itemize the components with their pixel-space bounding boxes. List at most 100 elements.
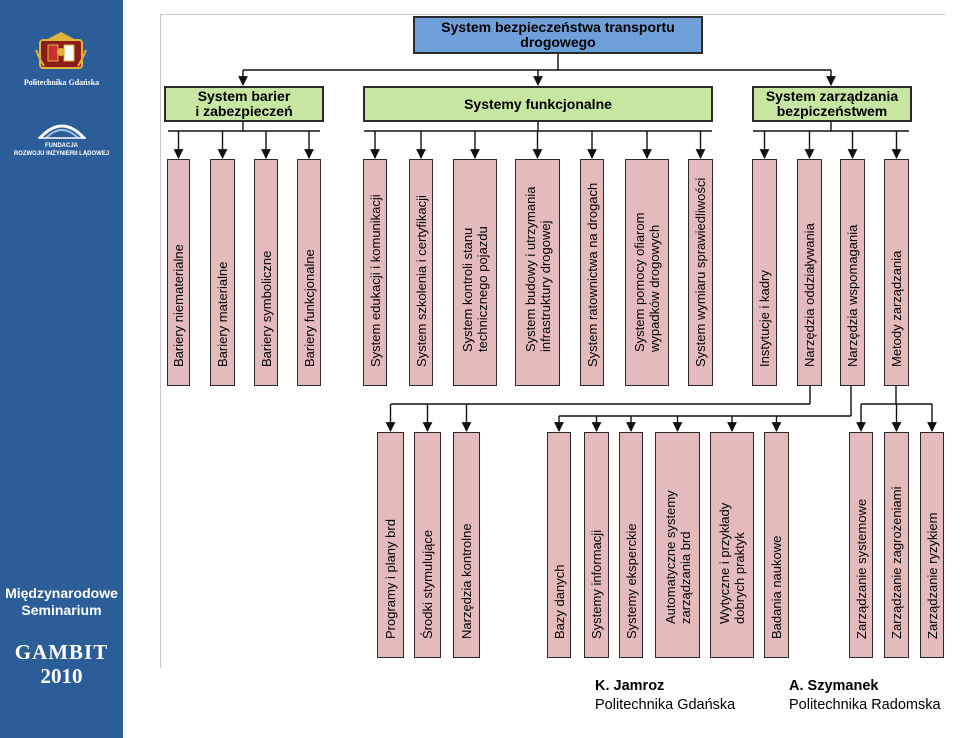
author-1-name: K. Jamroz xyxy=(595,678,665,694)
seminar-title-line1: Międzynarodowe xyxy=(5,585,118,601)
foundation-name-line1: FUNDACJA xyxy=(45,143,78,149)
top-item-label: Bariery materialne xyxy=(215,262,230,368)
root-node-line1: System bezpieczeństwa transportu xyxy=(441,19,675,36)
top-item-label-line2: infrastruktury drogowej xyxy=(537,220,553,353)
bottom-item-9: Badania naukowe xyxy=(764,432,789,658)
top-item-2: Bariery materialne xyxy=(210,159,235,386)
top-item-label: System wymiaru sprawiedliwości xyxy=(693,178,708,367)
seminar-title-line2: Seminarium xyxy=(21,602,102,618)
category-label-line1: Systemy funkcjonalne xyxy=(464,95,612,112)
top-item-6: System szkolenia i certyfikacji xyxy=(409,159,433,386)
top-item-label: System szkolenia i certyfikacji xyxy=(414,195,429,367)
bottom-item-label: Badania naukowe xyxy=(769,536,784,639)
top-item-11: System wymiaru sprawiedliwości xyxy=(688,159,713,386)
bottom-item-label-line1: Systemy eksperckie xyxy=(623,523,639,639)
bottom-item-label-line1: Wytyczne i przykłady xyxy=(717,502,732,624)
category-label-line1: System zarządzania xyxy=(765,88,899,105)
top-item-label: Metody zarządzania xyxy=(889,251,904,367)
top-item-label: Narzędzia wspomagania xyxy=(845,225,860,367)
bottom-item-label-line1: Bazy danych xyxy=(551,564,567,639)
bottom-item-label: Zarządzanie ryzykiem xyxy=(925,513,940,639)
bottom-item-12: Zarządzanie ryzykiem xyxy=(920,432,944,658)
event-logo-text: GAMBIT xyxy=(14,640,109,664)
top-item-label-line1: Bariery symboliczne xyxy=(258,250,274,367)
bottom-item-label: Systemy informacji xyxy=(589,530,604,639)
category-management: System zarządzania bezpiczeństwem xyxy=(752,86,912,122)
bottom-item-label-line1: Systemy informacji xyxy=(589,529,604,639)
top-item-label-line1: System szkolenia i certyfikacji xyxy=(413,195,429,367)
top-item-label: Instytucje i kadry xyxy=(757,270,772,367)
bottom-item-11: Zarządzanie zagrożeniami xyxy=(884,432,909,658)
top-item-label: Bariery symboliczne xyxy=(259,251,274,367)
bottom-item-label: Systemy eksperckie xyxy=(624,523,639,639)
top-item-label-line1: System edukacji i komunikacji xyxy=(367,194,383,367)
bottom-item-label-line1: Automatyczne systemy xyxy=(662,490,678,624)
top-item-4: Bariery funkcjonalne xyxy=(297,159,321,386)
top-item-label-line1: System ratownictwa na drogach xyxy=(584,182,600,367)
top-item-12: Instytucje i kadry xyxy=(752,159,777,386)
bottom-item-4: Bazy danych xyxy=(547,432,571,658)
bottom-item-label-line1: Programy i plany brd xyxy=(383,519,398,639)
sidebar: Politechnika Gdańska FUNDACJA ROZWOJU IN… xyxy=(0,0,123,738)
diagram-frame-top xyxy=(161,14,945,15)
bottom-item-label-line1: Narzędzia kontrolne xyxy=(459,523,474,639)
top-item-3: Bariery symboliczne xyxy=(254,159,278,386)
top-item-label-line1: Narzędzia oddziaływania xyxy=(802,223,817,367)
top-item-label-line1: Metody zarządzania xyxy=(889,250,904,367)
foundation-name-line2: ROZWOJU INŻYNIERII LĄDOWEJ xyxy=(13,151,110,157)
root-node-line2: drogowego xyxy=(520,34,596,50)
bottom-item-label: Narzędzia kontrolne xyxy=(459,523,474,639)
author-1-affiliation: Politechnika Gdańska xyxy=(595,697,736,713)
bottom-item-label: Zarządzanie zagrożeniami xyxy=(889,487,904,639)
top-item-label-line1: System budowy i utrzymania xyxy=(522,186,538,352)
bottom-item-label-line2: dobrych praktyk xyxy=(732,532,747,624)
top-item-label-line1: System wymiaru sprawiedliwości xyxy=(693,177,708,367)
top-item-label: System edukacji i komunikacji xyxy=(368,194,383,367)
bottom-item-label-line2: zarządzania brd xyxy=(677,531,693,625)
top-item-label-line2: technicznego pojazdu xyxy=(475,226,490,352)
category-label-line1: System barier xyxy=(197,88,291,105)
root-node: System bezpieczeństwa transportu drogowe… xyxy=(413,16,703,54)
foundation-bridge-logo xyxy=(38,124,86,140)
bottom-item-3: Narzędzia kontrolne xyxy=(453,432,480,658)
category-barriers: System barier i zabezpieczeń xyxy=(164,86,324,122)
top-item-label-line1: System pomocy ofiarom xyxy=(632,212,647,352)
bottom-item-label-line1: Zarządzanie systemowe xyxy=(853,498,869,639)
bottom-item-6: Systemy eksperckie xyxy=(619,432,643,658)
top-item-9: System ratownictwa na drogach xyxy=(580,159,604,386)
bottom-item-label: Programy i plany brd xyxy=(383,519,398,639)
category-functional: Systemy funkcjonalne xyxy=(363,86,713,122)
top-item-label-line2: wypadków drogowych xyxy=(647,224,662,352)
diagram-frame-left xyxy=(160,14,161,668)
top-item-label: System ratownictwa na drogach xyxy=(585,183,600,367)
top-item-label: Bariery funkcjonalne xyxy=(302,249,317,367)
top-item-14: Narzędzia wspomagania xyxy=(840,159,865,386)
author-2-name: A. Szymanek xyxy=(789,678,879,694)
bottom-item-1: Programy i plany brd xyxy=(377,432,404,658)
bottom-item-2: Środki stymulujące xyxy=(414,432,441,658)
top-item-label: Narzędzia oddziaływania xyxy=(802,223,817,367)
bottom-item-label-line1: Badania naukowe xyxy=(769,535,784,639)
category-label-line2: i zabezpieczeń xyxy=(195,103,293,119)
top-item-1: Bariery niematerialne xyxy=(167,159,190,386)
bottom-item-label: Zarządzanie systemowe xyxy=(854,499,869,639)
top-item-5: System edukacji i komunikacji xyxy=(363,159,387,386)
top-item-label-line1: System kontroli stanu xyxy=(460,227,475,352)
top-item-15: Metody zarządzania xyxy=(884,159,909,386)
top-item-label-line1: Bariery niematerialne xyxy=(171,244,186,367)
top-item-13: Narzędzia oddziaływania xyxy=(797,159,822,386)
author-2-affiliation: Politechnika Radomska xyxy=(789,697,941,713)
bottom-item-label: Bazy danych xyxy=(552,565,567,639)
bottom-item-label-line1: Zarządzanie ryzykiem xyxy=(924,512,940,639)
category-label-line2: bezpiczeństwem xyxy=(776,103,888,119)
